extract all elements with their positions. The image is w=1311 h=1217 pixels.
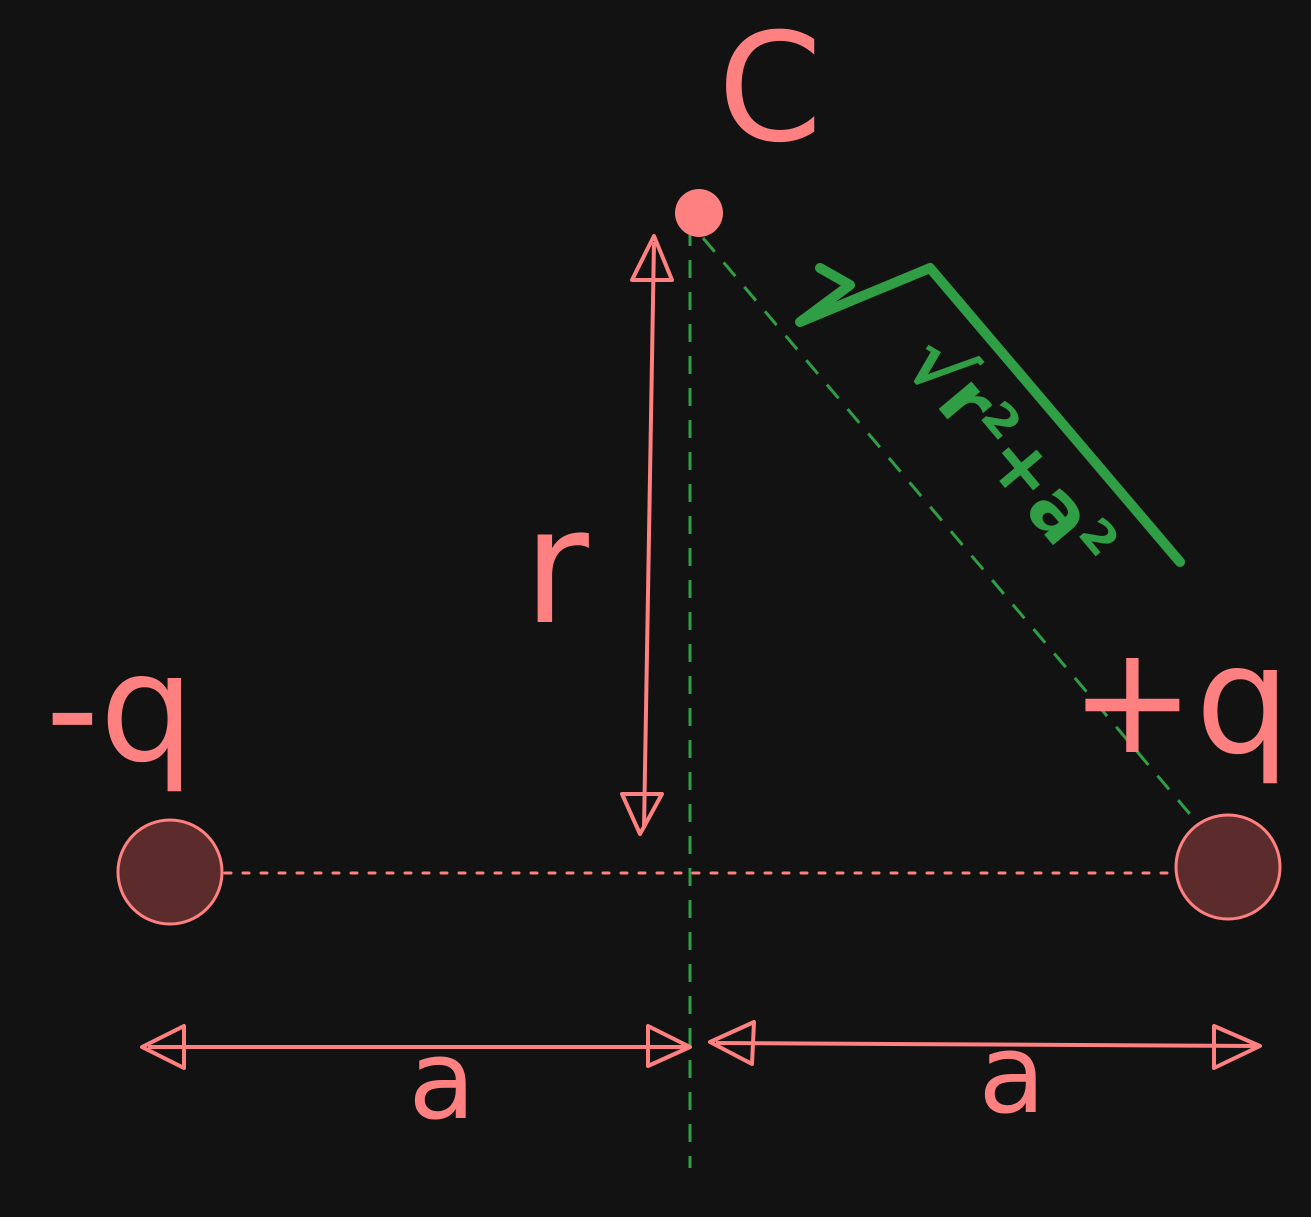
half-left-arrow-head-right (646, 1024, 692, 1068)
height-arrow-head-bottom (620, 792, 664, 836)
half-right-arrow (715, 1041, 1257, 1048)
charge-right-label: +q (1070, 614, 1291, 788)
point-c-label: C (718, 2, 823, 176)
half-left-label: a (408, 1016, 475, 1144)
hypotenuse-line (701, 237, 1202, 827)
charge-left-label: -q (45, 622, 194, 796)
charge-right (1174, 813, 1282, 921)
point-c-dot (675, 189, 723, 237)
height-label: r (523, 473, 589, 660)
half-right-arrow-head-left (708, 1020, 756, 1066)
charge-left (116, 818, 224, 926)
sqrt-sign (795, 263, 1185, 567)
height-arrow-head-top (630, 234, 674, 282)
height-arrow (642, 241, 656, 829)
half-right-label: a (978, 1010, 1045, 1138)
half-left-arrow-head-left (140, 1024, 186, 1070)
half-right-arrow-head-right (1212, 1024, 1262, 1070)
